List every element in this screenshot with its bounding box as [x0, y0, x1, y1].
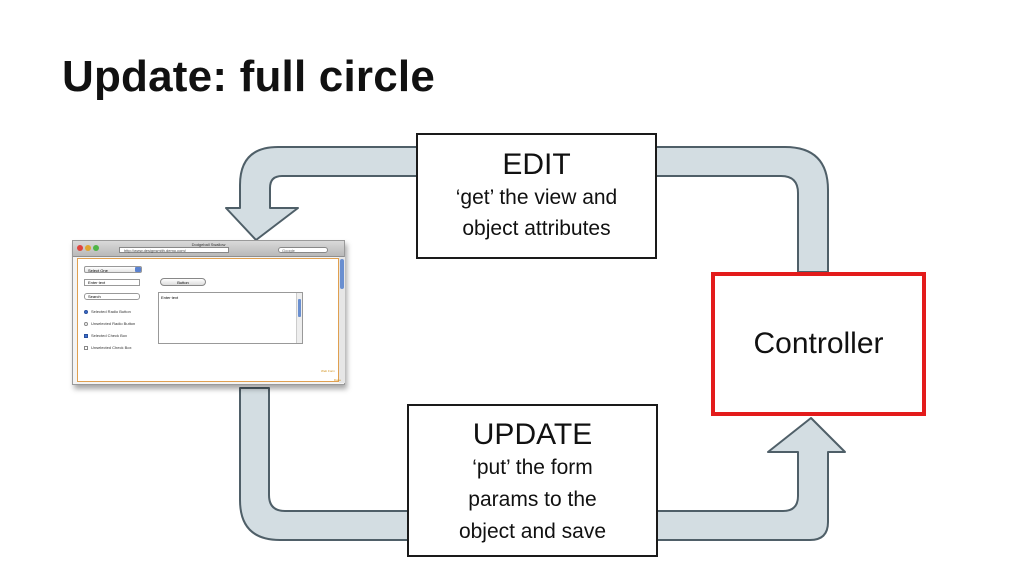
browser-titlebar: Dodgeball Swallow http://www.designsmith… — [73, 241, 344, 257]
browser-screenshot: Dodgeball Swallow http://www.designsmith… — [72, 240, 345, 385]
form-option-3: Selected Check Box — [91, 333, 128, 338]
form-option-2: Unselected Radio Button — [91, 321, 136, 326]
checkbox-unchecked-icon — [84, 346, 88, 350]
checkbox-checked-icon — [84, 334, 88, 338]
radio-unselected-icon — [84, 322, 88, 326]
form-select: Select One — [84, 266, 142, 273]
form-button: Button — [160, 278, 206, 286]
slide-title: Update: full circle — [62, 52, 435, 101]
form-textarea: Enter text — [158, 292, 303, 344]
browser-status: Done — [333, 378, 341, 382]
browser-window-title: Dodgeball Swallow — [191, 242, 226, 247]
update-line-1: ‘put’ the form — [472, 456, 593, 479]
form-select-value: Select One — [88, 268, 108, 273]
form-search-field: Search — [84, 293, 140, 300]
edit-line-2: object attributes — [462, 217, 611, 240]
form-textarea-text: Enter text — [161, 295, 179, 300]
radio-selected-icon — [84, 310, 88, 314]
form-option-1: Selected Radio Button — [91, 309, 131, 314]
edit-box: EDIT ‘get’ the view and object attribute… — [416, 133, 657, 259]
edit-heading: EDIT — [502, 148, 571, 181]
update-box: UPDATE ‘put’ the form params to the obje… — [407, 404, 658, 557]
maximize-icon — [93, 245, 99, 251]
browser-content: Select One Enter text Button Search Ente… — [77, 258, 339, 382]
form-option-4: Unselected Check Box — [91, 345, 132, 350]
select-arrow-icon — [135, 267, 141, 272]
textarea-scroll-thumb — [298, 299, 301, 317]
form-footer: Web Form — [321, 369, 335, 373]
close-icon — [77, 245, 83, 251]
update-heading: UPDATE — [472, 418, 593, 451]
browser-scroll-thumb — [340, 259, 344, 289]
browser-scrollbar — [339, 257, 345, 383]
form-text-field: Enter text — [84, 279, 140, 286]
update-line-2: params to the — [468, 488, 597, 511]
edit-line-1: ‘get’ the view and — [455, 186, 618, 209]
controller-box: Controller — [711, 272, 926, 416]
update-line-3: object and save — [458, 520, 607, 543]
controller-label: Controller — [753, 327, 884, 360]
browser-search-field: Google — [278, 247, 328, 253]
textarea-scrollbar — [296, 293, 302, 343]
browser-url-field: http://www.designsmith.demo.com/ — [119, 247, 229, 253]
minimize-icon — [85, 245, 91, 251]
update-flow-arrow — [239, 387, 846, 541]
